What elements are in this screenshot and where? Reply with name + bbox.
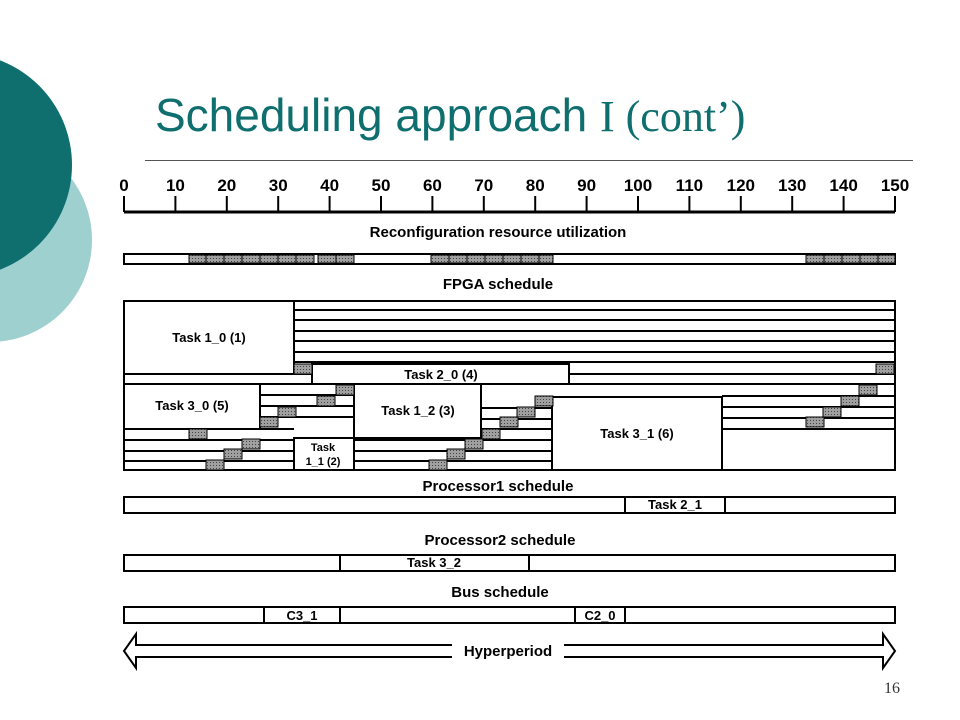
- fpga-reconfig-cell: [446, 448, 466, 460]
- task1-1-box: [293, 437, 355, 471]
- axis-tick-label: 30: [269, 176, 288, 195]
- dark-teal-circle: [0, 60, 72, 270]
- axis-tick-label: 90: [577, 176, 596, 195]
- fpga-reconfig-cell: [805, 416, 825, 428]
- task1-1-label-line1: Task: [311, 442, 336, 454]
- reconfig-cell: [335, 254, 355, 264]
- reconfig-cell: [295, 254, 315, 264]
- task3-0-box: [123, 383, 261, 430]
- fpga-reconfig-cell: [481, 428, 501, 440]
- proc1-bar: [123, 496, 896, 514]
- fpga-reconfig-cell: [259, 416, 279, 428]
- task1-1-label-line2: 1_1 (2): [306, 456, 341, 468]
- fpga-reconfig-cell: [464, 438, 484, 450]
- reconfig-cell: [859, 254, 879, 264]
- hyperperiod-label-bg: [452, 643, 564, 659]
- fpga-reconfig-cell: [858, 384, 878, 396]
- axis-tick-label: 150: [881, 176, 909, 195]
- axis-tick-label: 140: [829, 176, 857, 195]
- reconfig-cell: [538, 254, 554, 264]
- fpga-reconfig-cell: [840, 395, 860, 407]
- reconfig-cell: [223, 254, 243, 264]
- task2-1-label: Task 2_1: [648, 497, 702, 512]
- fpga-reconfig-cell: [822, 406, 842, 418]
- proc2-section-title: Processor2 schedule: [425, 532, 576, 549]
- reconfig-cell: [317, 254, 337, 264]
- fpga-reconfig-cell: [516, 406, 536, 418]
- slide-title-tail: I (cont’): [600, 92, 746, 141]
- page-number: 16: [884, 680, 900, 697]
- task3-1-box: [551, 396, 723, 471]
- fpga-task-boxes: [123, 300, 723, 471]
- slide-title-main: Scheduling approach: [155, 89, 600, 141]
- reconfig-cell: [466, 254, 486, 264]
- time-axis-labels: 0 10 20 30 40 50 60 70 80 90 100 110 120 130 140 150: [119, 176, 909, 195]
- reconfig-section-title: Reconfiguration resource utilization: [370, 224, 627, 241]
- axis-tick-label: 120: [727, 176, 755, 195]
- axis-tick-label: 0: [119, 176, 128, 195]
- axis-tick-label: 10: [166, 176, 185, 195]
- task1-2-box: [353, 383, 482, 439]
- reconfig-cell: [241, 254, 261, 264]
- reconfig-cell: [805, 254, 825, 264]
- fpga-section-title: FPGA schedule: [443, 276, 553, 293]
- fpga-reconfig-cell: [223, 448, 243, 460]
- axis-tick-label: 100: [624, 176, 652, 195]
- reconfig-cell: [877, 254, 896, 264]
- axis-tick-label: 40: [320, 176, 339, 195]
- task1-0-label: Task 1_0 (1): [172, 330, 245, 345]
- fpga-reconfig-cell: [428, 459, 448, 471]
- time-axis-ticks: [123, 196, 896, 212]
- reconfig-cell: [430, 254, 450, 264]
- fpga-reconfig-cell: [316, 395, 336, 407]
- fpga-reconfig-cell: [875, 363, 895, 375]
- title-underline: [145, 160, 913, 161]
- axis-tick-label: 130: [778, 176, 806, 195]
- decorative-circles: [0, 60, 92, 342]
- axis-tick-label: 50: [372, 176, 391, 195]
- reconfig-cell: [205, 254, 225, 264]
- axis-tick-label: 110: [676, 176, 703, 195]
- reconfig-cell: [448, 254, 468, 264]
- proc1-section-title: Processor1 schedule: [423, 478, 574, 495]
- task3-1-label: Task 3_1 (6): [600, 426, 673, 441]
- reconfig-cell: [188, 254, 207, 264]
- task1-2-label: Task 1_2 (3): [381, 403, 454, 418]
- hyperperiod-label: Hyperperiod: [464, 643, 552, 660]
- axis-tick-label: 20: [217, 176, 236, 195]
- axis-tick-label: 80: [526, 176, 545, 195]
- fpga-reconfig-cell: [188, 428, 208, 440]
- task3-0-label: Task 3_0 (5): [155, 398, 228, 413]
- task2-0-label: Task 2_0 (4): [404, 367, 477, 382]
- fpga-reconfig-cells: [188, 363, 895, 471]
- fpga-reconfig-cell: [499, 416, 519, 428]
- reconfig-cell: [502, 254, 522, 264]
- fpga-reconfig-cell: [241, 438, 261, 450]
- axis-tick-label: 60: [423, 176, 442, 195]
- reconfig-cell: [841, 254, 861, 264]
- reconfig-cell: [484, 254, 504, 264]
- reconfig-cells: [188, 254, 896, 264]
- reconfig-cell: [277, 254, 297, 264]
- fpga-reconfig-cell: [205, 459, 225, 471]
- c3-1-label: C3_1: [286, 608, 317, 623]
- axis-tick-label: 70: [474, 176, 493, 195]
- bus-section-title: Bus schedule: [451, 584, 549, 601]
- slide-title: Scheduling approach I (cont’): [155, 88, 745, 142]
- proc2-bar: [123, 554, 896, 572]
- task1-0-box: [123, 300, 295, 375]
- reconfig-cell: [259, 254, 279, 264]
- reconfig-cell: [520, 254, 540, 264]
- c2-0-label: C2_0: [584, 608, 615, 623]
- fpga-reconfig-cell: [534, 395, 554, 407]
- task3-2-label: Task 3_2: [407, 555, 461, 570]
- reconfig-cell: [823, 254, 843, 264]
- fpga-reconfig-cell: [335, 384, 355, 396]
- fpga-reconfig-cell: [293, 363, 313, 375]
- fpga-reconfig-cell: [277, 406, 297, 418]
- bus-bar: [123, 606, 896, 624]
